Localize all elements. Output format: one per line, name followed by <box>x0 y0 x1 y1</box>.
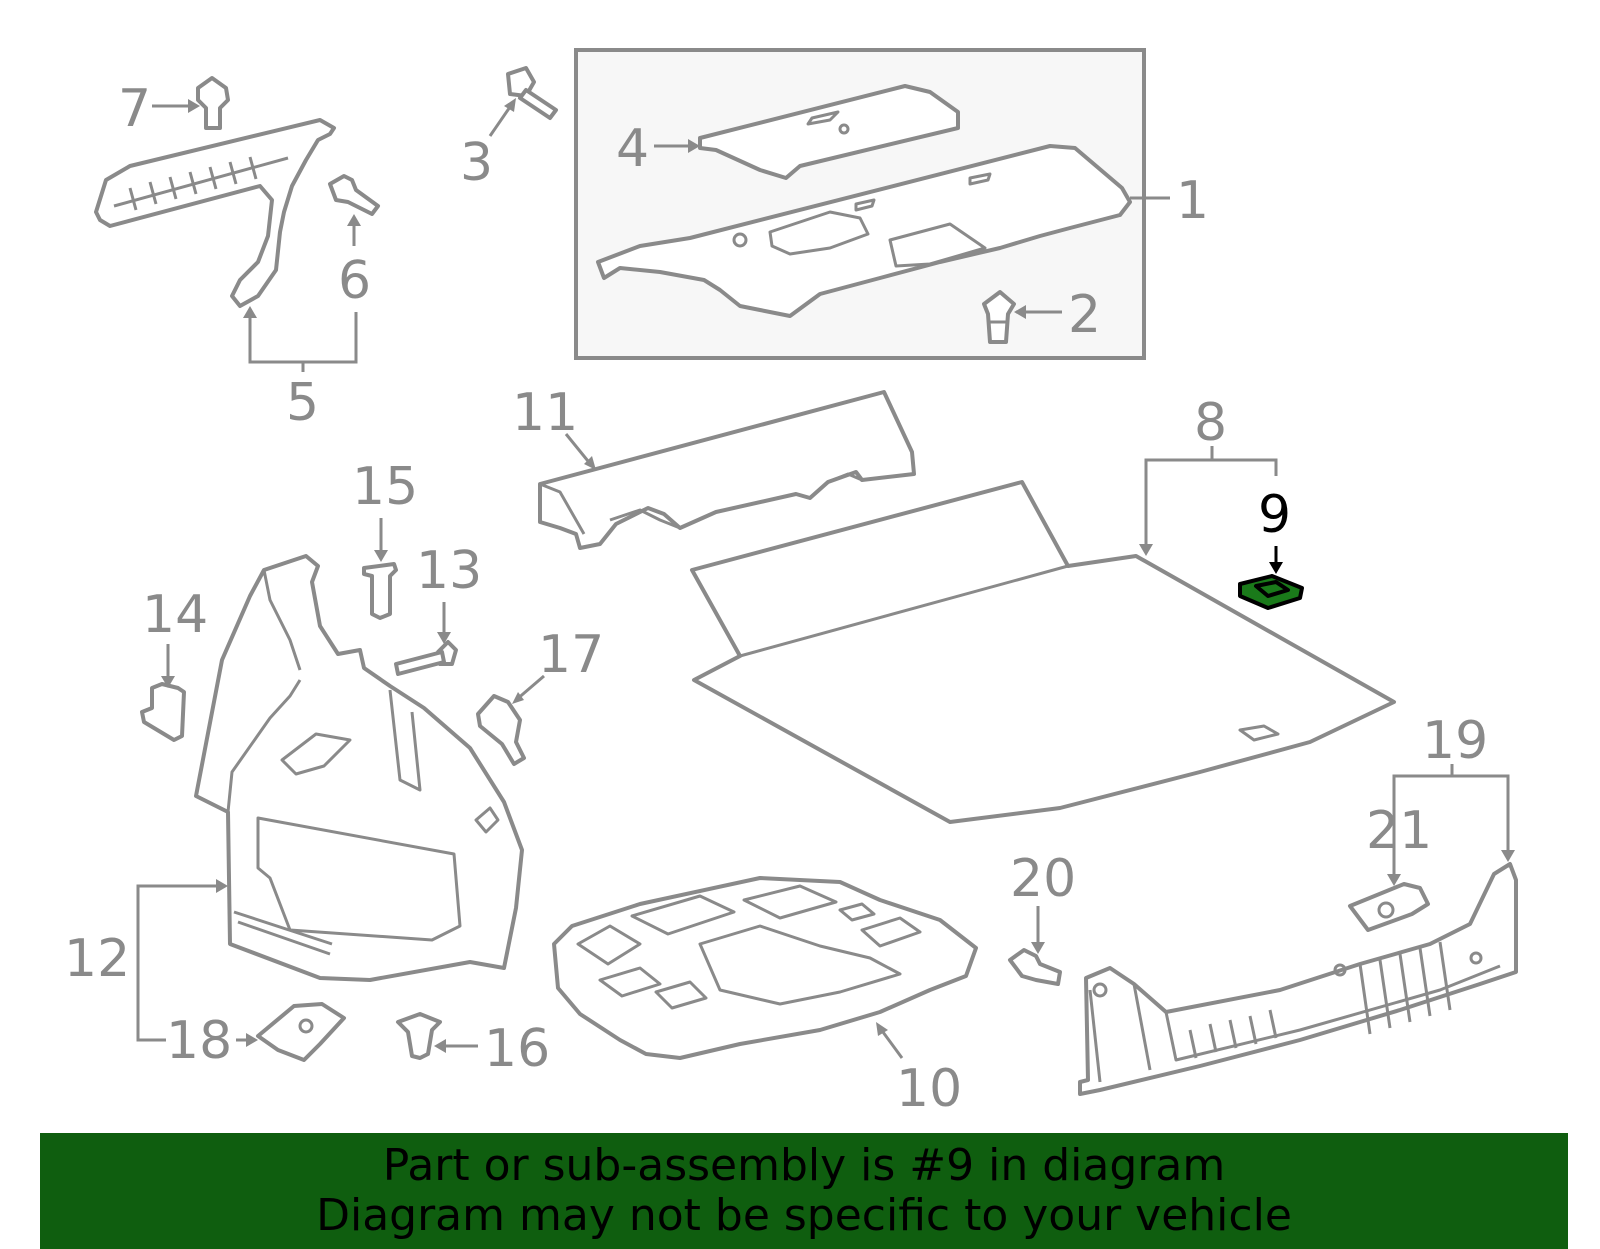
callout-11: 11 <box>512 383 578 443</box>
callout-15: 15 <box>352 457 418 517</box>
part-21-cover[interactable] <box>1348 882 1430 932</box>
info-banner: Part or sub-assembly is #9 in diagram Di… <box>40 1133 1568 1249</box>
callout-12: 12 <box>64 929 130 989</box>
part-19-sill-plate[interactable] <box>1078 862 1518 1096</box>
callout-5: 5 <box>286 373 319 433</box>
part-11-trim-panel[interactable] <box>538 390 916 550</box>
callout-4: 4 <box>616 119 649 179</box>
part-13-bolt[interactable] <box>394 640 458 676</box>
part-5-bracket[interactable] <box>94 118 336 308</box>
callout-7: 7 <box>118 79 151 139</box>
part-3-bolt[interactable] <box>506 66 558 120</box>
callout-6: 6 <box>338 251 371 311</box>
banner-line-1: Part or sub-assembly is #9 in diagram <box>382 1140 1226 1191</box>
callout-19: 19 <box>1422 711 1488 771</box>
banner-line-2: Diagram may not be specific to your vehi… <box>316 1190 1292 1241</box>
part-9-highlighted[interactable] <box>1238 574 1304 610</box>
callout-21: 21 <box>1366 801 1432 861</box>
callout-13: 13 <box>416 541 482 601</box>
part-7-clip[interactable] <box>196 76 230 130</box>
callout-16: 16 <box>484 1019 550 1079</box>
callout-9-highlighted: 9 <box>1258 485 1291 545</box>
callout-3: 3 <box>460 133 493 193</box>
part-2-clip[interactable] <box>982 290 1016 344</box>
part-14-bracket[interactable] <box>140 682 186 742</box>
callout-10: 10 <box>896 1059 962 1119</box>
part-1-package-tray[interactable] <box>596 144 1132 318</box>
part-17-hook[interactable] <box>476 694 526 766</box>
callout-17: 17 <box>538 625 604 685</box>
callout-2: 2 <box>1068 285 1101 345</box>
callout-18: 18 <box>166 1011 232 1071</box>
callout-20: 20 <box>1010 849 1076 909</box>
part-8-deck-board[interactable] <box>690 480 1396 824</box>
callout-8: 8 <box>1194 393 1227 453</box>
part-6-clip[interactable] <box>328 174 380 216</box>
part-4-cover[interactable] <box>698 84 960 180</box>
part-10-floor-tray[interactable] <box>552 876 978 1060</box>
part-16-clip[interactable] <box>396 1012 442 1060</box>
part-15-pin[interactable] <box>362 562 398 620</box>
part-12-side-trim[interactable] <box>194 554 524 982</box>
callout-labels: 1 2 3 4 5 6 7 8 9 10 11 12 13 14 15 16 1… <box>64 79 1488 1119</box>
callout-1: 1 <box>1176 171 1209 231</box>
leader-lines <box>136 98 1515 1059</box>
part-20-clip[interactable] <box>1008 948 1062 986</box>
callout-14: 14 <box>142 585 208 645</box>
part-18-plate[interactable] <box>256 1002 346 1062</box>
